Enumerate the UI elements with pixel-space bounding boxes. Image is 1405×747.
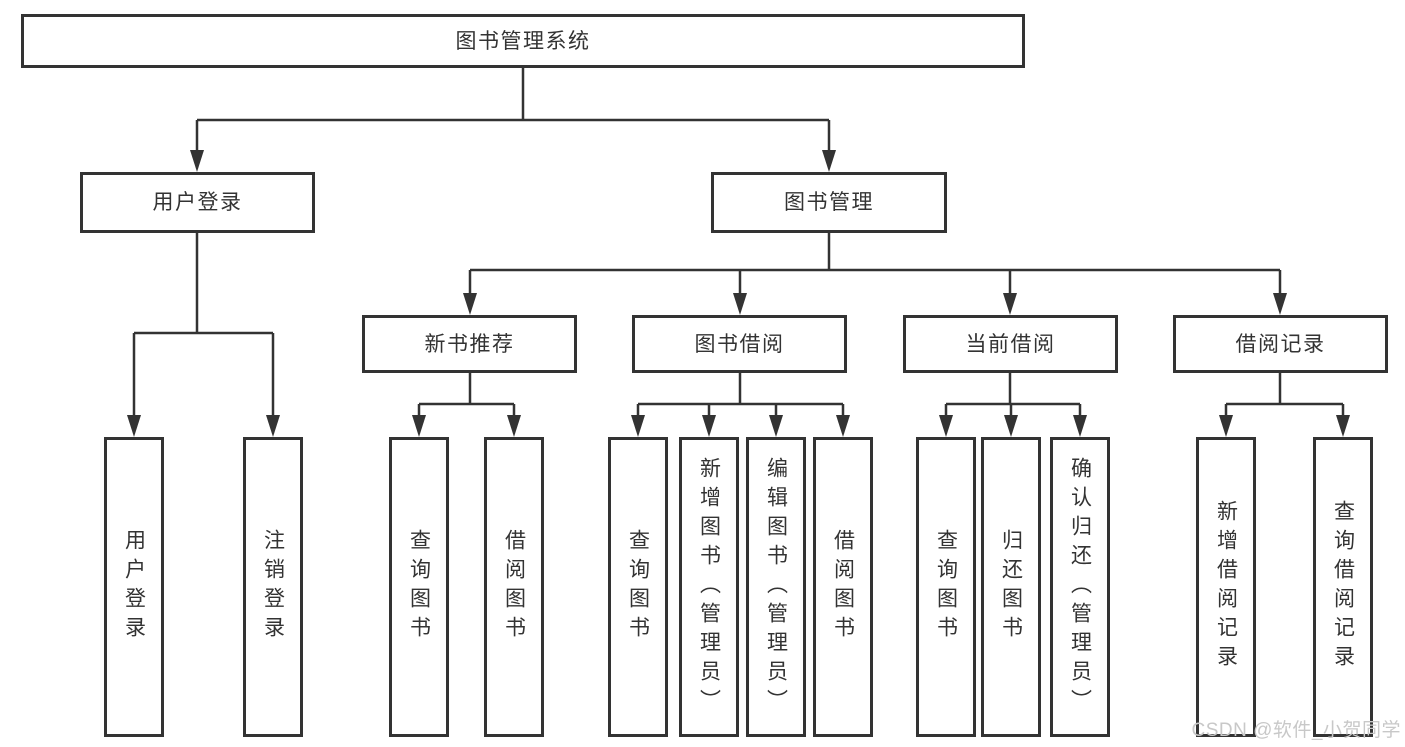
leaf-query-books-current: 查询图书 bbox=[916, 437, 976, 737]
leaf-add-borrow-record: 新增借阅记录 bbox=[1196, 437, 1256, 737]
leaf-confirm-return-admin: 确认归还（管理员） bbox=[1050, 437, 1110, 737]
node-new-book-recommendation: 新书推荐 bbox=[362, 315, 577, 373]
node-book-management: 图书管理 bbox=[711, 172, 947, 233]
node-label: 借阅图书 bbox=[831, 529, 855, 645]
node-label: 注销登录 bbox=[261, 529, 285, 645]
node-label: 图书管理 bbox=[784, 191, 874, 214]
node-label: 新增图书（管理员） bbox=[697, 456, 721, 718]
leaf-borrow-books-borrowing: 借阅图书 bbox=[813, 437, 873, 737]
node-label: 新书推荐 bbox=[424, 332, 515, 356]
connector-book-management-to-level3 bbox=[463, 233, 1287, 315]
leaf-query-books-recommend: 查询图书 bbox=[389, 437, 449, 737]
node-label: 用户登录 bbox=[122, 529, 146, 645]
connector-root-to-level2 bbox=[190, 68, 836, 172]
node-borrowing-records: 借阅记录 bbox=[1173, 315, 1388, 373]
node-label: 当前借阅 bbox=[965, 332, 1056, 356]
node-label: 新增借阅记录 bbox=[1214, 500, 1238, 674]
node-user-login-branch: 用户登录 bbox=[80, 172, 315, 233]
node-label: 借阅记录 bbox=[1235, 332, 1326, 356]
node-book-borrowing: 图书借阅 bbox=[632, 315, 847, 373]
leaf-return-books: 归还图书 bbox=[981, 437, 1041, 737]
node-library-management-system: 图书管理系统 bbox=[21, 14, 1025, 68]
node-label: 借阅图书 bbox=[502, 529, 526, 645]
connector-user-login-branch bbox=[127, 233, 280, 437]
leaf-query-books-borrowing: 查询图书 bbox=[608, 437, 668, 737]
leaf-logout: 注销登录 bbox=[243, 437, 303, 737]
leaf-borrow-books-recommend: 借阅图书 bbox=[484, 437, 544, 737]
node-label: 图书借阅 bbox=[694, 332, 785, 356]
node-label: 查询图书 bbox=[934, 529, 958, 645]
csdn-watermark: CSDN @软件_小贺同学 bbox=[1191, 720, 1401, 741]
node-label: 确认归还（管理员） bbox=[1068, 456, 1092, 718]
connector-new-book-recommendation bbox=[412, 373, 521, 437]
node-label: 查询图书 bbox=[407, 529, 431, 645]
node-label: 查询图书 bbox=[626, 529, 650, 645]
node-label: 归还图书 bbox=[999, 529, 1023, 645]
leaf-add-books-admin: 新增图书（管理员） bbox=[679, 437, 739, 737]
node-current-borrowing: 当前借阅 bbox=[903, 315, 1118, 373]
leaf-edit-books-admin: 编辑图书（管理员） bbox=[746, 437, 806, 737]
connector-current-borrowing bbox=[939, 373, 1087, 437]
node-label: 编辑图书（管理员） bbox=[764, 456, 788, 718]
connector-borrowing-records bbox=[1219, 373, 1350, 437]
node-label: 图书管理系统 bbox=[455, 29, 591, 53]
connector-book-borrowing bbox=[631, 373, 850, 437]
node-label: 查询借阅记录 bbox=[1331, 500, 1355, 674]
leaf-query-borrow-record: 查询借阅记录 bbox=[1313, 437, 1373, 737]
leaf-user-login: 用户登录 bbox=[104, 437, 164, 737]
node-label: 用户登录 bbox=[152, 191, 243, 214]
